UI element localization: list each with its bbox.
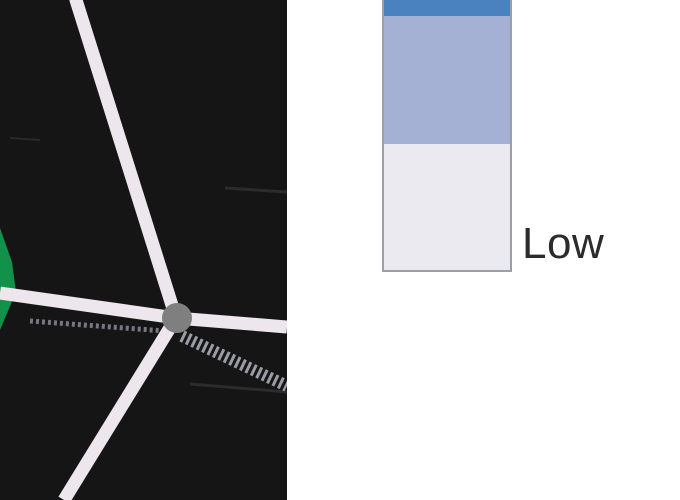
legend-segment-high xyxy=(384,0,510,16)
edge-top xyxy=(69,0,183,325)
color-scale-bar xyxy=(382,0,512,272)
dashed-edge xyxy=(29,318,166,334)
color-scale-legend: Low xyxy=(382,0,622,290)
network-node xyxy=(162,303,192,333)
background-tick xyxy=(224,186,287,194)
highlight-region xyxy=(0,228,16,330)
network-diagram-panel xyxy=(0,0,287,500)
edge-bottom xyxy=(58,314,182,500)
background-tick xyxy=(9,137,41,141)
legend-segment-low xyxy=(384,144,510,270)
network-diagram xyxy=(0,0,287,500)
edge-left xyxy=(0,286,177,325)
legend-low-label: Low xyxy=(522,219,605,268)
dashed-edge xyxy=(179,330,287,392)
legend-segment-medium xyxy=(384,16,510,144)
diagram-background xyxy=(0,0,287,500)
background-tick xyxy=(189,382,287,394)
edge-right xyxy=(175,311,287,334)
